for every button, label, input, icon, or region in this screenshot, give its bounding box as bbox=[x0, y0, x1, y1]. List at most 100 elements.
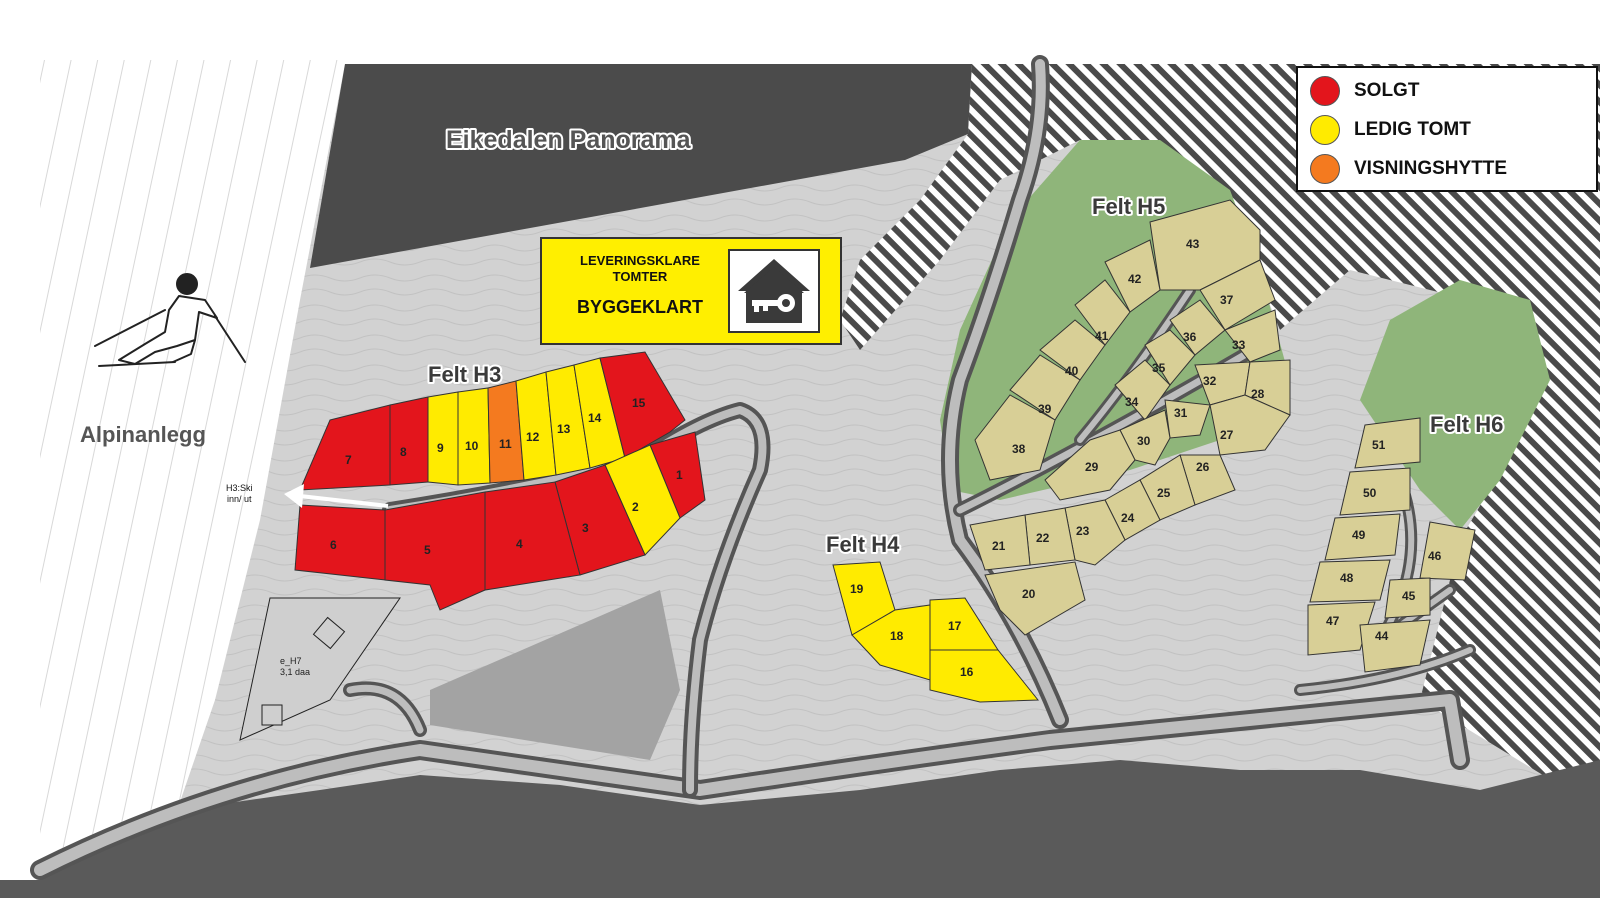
plot-20[interactable] bbox=[984, 561, 1086, 636]
plot-37[interactable] bbox=[1199, 259, 1276, 331]
plot-33[interactable] bbox=[1224, 309, 1281, 363]
plot-50[interactable] bbox=[1339, 467, 1411, 516]
plot-48[interactable] bbox=[1309, 559, 1391, 603]
plot-label: 46 bbox=[1428, 549, 1442, 563]
plot-49[interactable] bbox=[1324, 513, 1401, 561]
felt-h4-label: Felt H4 bbox=[826, 532, 900, 557]
orange-dot-icon bbox=[1310, 154, 1340, 184]
plot-label: 45 bbox=[1402, 589, 1416, 603]
legend-item-sold: SOLGT bbox=[1310, 74, 1419, 108]
plot-label: 44 bbox=[1375, 629, 1389, 643]
plot-15[interactable] bbox=[599, 351, 686, 459]
plot-label: 47 bbox=[1326, 614, 1340, 628]
plot-10[interactable] bbox=[457, 387, 491, 486]
badge-line1: LEVERINGSKLARE bbox=[580, 253, 700, 268]
plot-8[interactable] bbox=[389, 396, 429, 486]
plot-label: 9 bbox=[437, 441, 444, 455]
plot-label: 21 bbox=[992, 539, 1006, 553]
plot-label: 31 bbox=[1174, 406, 1188, 420]
plot-label: 24 bbox=[1121, 511, 1135, 525]
plot-label: 43 bbox=[1186, 237, 1200, 251]
plot-label: 13 bbox=[557, 422, 571, 436]
plot-16[interactable] bbox=[929, 649, 1040, 703]
felt-h5-plots bbox=[969, 199, 1291, 636]
grey-wedge bbox=[430, 590, 680, 760]
yellow-dot-icon bbox=[1310, 115, 1340, 145]
plot-label: 26 bbox=[1196, 460, 1210, 474]
plot-9[interactable] bbox=[427, 391, 459, 486]
plot-label: 18 bbox=[890, 629, 904, 643]
plot-label: 40 bbox=[1065, 364, 1079, 378]
plot-label: 23 bbox=[1076, 524, 1090, 538]
plot-label: 16 bbox=[960, 665, 974, 679]
plot-42[interactable] bbox=[1104, 239, 1161, 313]
plot-46[interactable] bbox=[1419, 521, 1476, 581]
badge-subheading: BYGGEKLART bbox=[577, 297, 703, 317]
hatched-zone-north bbox=[840, 64, 1600, 810]
badge-heading: LEVERINGSKLARE TOMTER bbox=[560, 253, 720, 285]
e-h7-size: 3,1 daa bbox=[280, 667, 310, 677]
plot-label: 41 bbox=[1095, 329, 1109, 343]
plot-34[interactable] bbox=[1114, 359, 1171, 421]
plot-label: 20 bbox=[1022, 587, 1036, 601]
plot-label: 50 bbox=[1363, 486, 1377, 500]
ski-in-out-note: H3:Ski inn/ ut bbox=[226, 483, 253, 505]
plot-label: 37 bbox=[1220, 293, 1234, 307]
plot-40[interactable] bbox=[1039, 319, 1106, 381]
plot-label: 15 bbox=[632, 396, 646, 410]
plot-label: 10 bbox=[465, 439, 479, 453]
plot-51[interactable] bbox=[1354, 417, 1421, 469]
plot-labels: 7 8 9 10 11 12 13 14 15 1 2 3 4 5 6 19 1… bbox=[330, 237, 1442, 679]
plot-label: 12 bbox=[526, 430, 540, 444]
plot-label: 8 bbox=[400, 445, 407, 459]
e-h7-label: e_H7 bbox=[280, 656, 302, 666]
felt-h5-label: Felt H5 bbox=[1092, 194, 1165, 219]
ski-slope-area bbox=[40, 60, 345, 880]
felt-h6-plots bbox=[1307, 417, 1476, 673]
plot-label: 30 bbox=[1137, 434, 1151, 448]
plot-39[interactable] bbox=[1009, 354, 1081, 421]
panorama-band bbox=[310, 64, 972, 268]
plot-label: 51 bbox=[1372, 438, 1386, 452]
legend-item-available: LEDIG TOMT bbox=[1310, 113, 1471, 147]
felt-h4-plots bbox=[832, 561, 1040, 703]
plot-31[interactable] bbox=[1164, 399, 1211, 439]
plot-6[interactable] bbox=[294, 504, 386, 581]
alpine-label: Alpinanlegg bbox=[80, 422, 206, 447]
plot-27[interactable] bbox=[1209, 394, 1291, 456]
plot-label: 35 bbox=[1152, 361, 1166, 375]
plot-21[interactable] bbox=[969, 514, 1031, 571]
plot-label: 29 bbox=[1085, 460, 1099, 474]
plot-label: 48 bbox=[1340, 571, 1354, 585]
plot-label: 28 bbox=[1251, 387, 1265, 401]
skier-icon bbox=[94, 273, 246, 367]
plot-41[interactable] bbox=[1074, 279, 1131, 346]
felt-h3-plots bbox=[294, 351, 706, 611]
plot-label: 32 bbox=[1203, 374, 1217, 388]
plot-38[interactable] bbox=[974, 394, 1056, 481]
plot-label: 7 bbox=[345, 453, 352, 467]
house-key-icon bbox=[728, 249, 820, 333]
ready-plots-badge: LEVERINGSKLARE TOMTER BYGGEKLART bbox=[540, 237, 842, 345]
red-dot-icon bbox=[1310, 76, 1340, 106]
ski-note-line1: H3:Ski bbox=[226, 483, 253, 493]
plot-label: 36 bbox=[1183, 330, 1197, 344]
plot-29[interactable] bbox=[1044, 429, 1136, 501]
plot-label: 6 bbox=[330, 538, 337, 552]
plot-35[interactable] bbox=[1144, 329, 1196, 386]
plot-label: 14 bbox=[588, 411, 602, 425]
plot-label: 5 bbox=[424, 543, 431, 557]
plot-label: 2 bbox=[632, 500, 639, 514]
plot-44[interactable] bbox=[1359, 619, 1431, 673]
legend-label: SOLGT bbox=[1354, 80, 1420, 101]
plot-label: 49 bbox=[1352, 528, 1366, 542]
plot-label: 3 bbox=[582, 521, 589, 535]
badge-line2: TOMTER bbox=[612, 269, 668, 284]
green-area-h6 bbox=[1360, 280, 1550, 530]
plot-label: 39 bbox=[1038, 402, 1052, 416]
plot-label: 4 bbox=[516, 537, 523, 551]
ski-in-out-arrow bbox=[284, 484, 389, 508]
plot-45[interactable] bbox=[1384, 577, 1431, 619]
plot-47[interactable] bbox=[1307, 601, 1376, 656]
